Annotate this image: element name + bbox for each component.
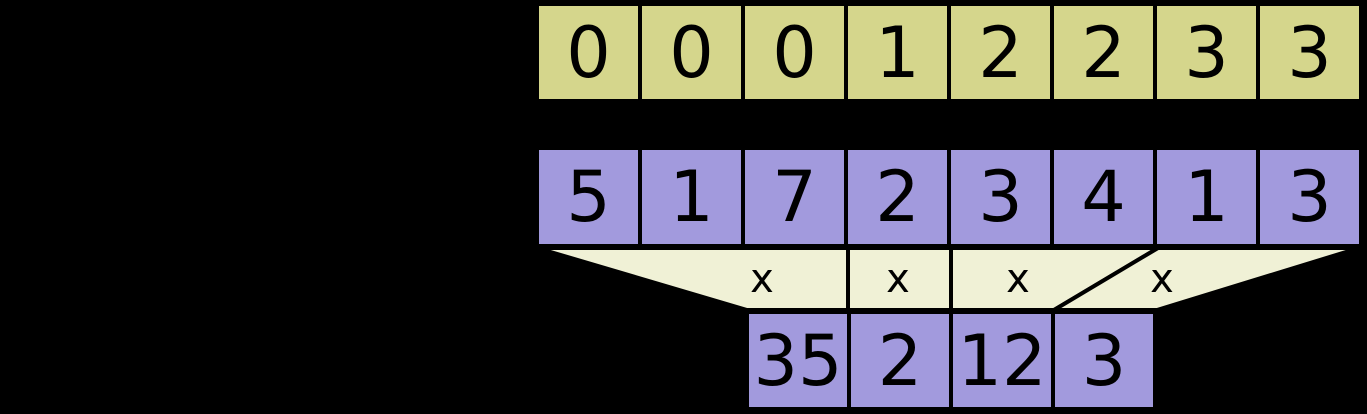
funnel-segment-0: [536, 246, 850, 312]
result-cell: 35: [749, 314, 847, 407]
value-cell: 1: [1153, 150, 1256, 244]
segment-id-cell: 2: [947, 6, 1050, 99]
multiply-operator-0: x: [750, 256, 774, 302]
result-cell: 3: [1051, 314, 1153, 407]
multiply-operator-2: x: [1006, 256, 1030, 302]
segment-id-cell: 2: [1050, 6, 1153, 99]
value-cell: 5: [539, 150, 638, 244]
value-cell: 2: [844, 150, 947, 244]
value-cell: 3: [1256, 150, 1359, 244]
multiply-operator-3: x: [1150, 256, 1174, 302]
value-cell: 4: [1050, 150, 1153, 244]
value-cell: 7: [741, 150, 844, 244]
multiply-operator-1: x: [886, 256, 910, 302]
segment-id-cell: 1: [844, 6, 947, 99]
segment-id-cell: 0: [741, 6, 844, 99]
result-cell: 2: [847, 314, 949, 407]
value-cell: 3: [947, 150, 1050, 244]
segment-id-cell: 3: [1153, 6, 1256, 99]
funnel-segment-3: [1046, 246, 1360, 312]
segment-id-cell: 0: [638, 6, 741, 99]
result-cell: 12: [949, 314, 1051, 407]
value-cell: 1: [638, 150, 741, 244]
segment-id-cell: 3: [1256, 6, 1359, 99]
segment-id-cell: 0: [539, 6, 638, 99]
